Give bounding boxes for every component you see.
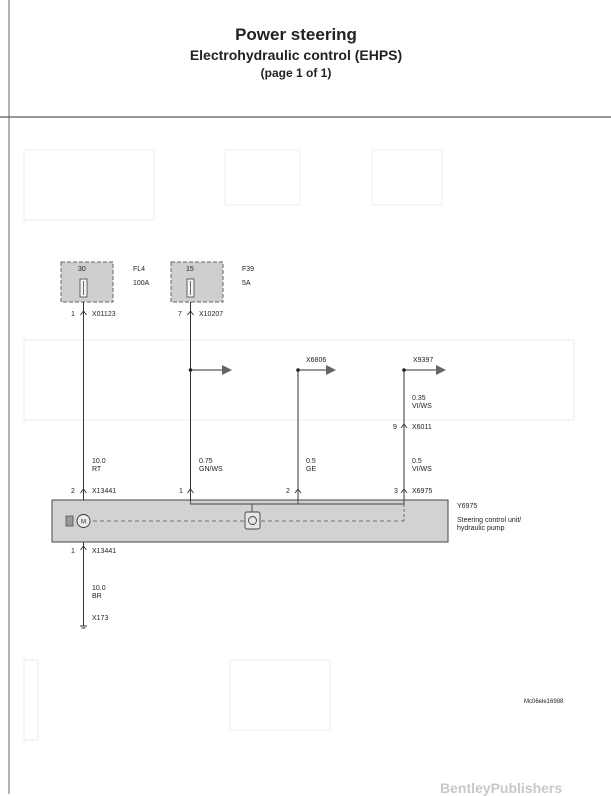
ground-wire-size: 10.0 [92,585,106,592]
x13441-bottom-pin: 1 [71,548,75,555]
x13441-top-pin: 2 [71,488,75,495]
page-subtitle: Electrohydraulic control (EHPS) [189,47,403,63]
fuse-fl4-rating: 100A [133,280,150,287]
fuse-fl4: 30 FL4 100A [60,261,150,303]
page-title: Power steering [235,25,357,44]
diagram-code: Mc06ele16988 [524,699,564,705]
publisher-watermark: BentleyPublishers [440,780,563,796]
f39-connector: X10207 [199,311,223,318]
x6011-pin: 9 [393,424,397,431]
ground-wire-color: BR [92,593,102,600]
lower-vi-wire-color: VI/WS [412,466,432,473]
ge-wire-size: 0.5 [306,458,316,465]
fuse-f39-terminal: 15 [186,266,194,273]
lower-vi-wire-size: 0.5 [412,458,422,465]
x9397-label: X9397 [413,357,433,364]
ge-wire-color: GE [306,466,316,473]
arrow-ignition [222,365,232,375]
background-ghost-lines [23,149,575,741]
arrows [222,365,446,375]
ign-wire-color: GN/WS [199,466,223,473]
component-y6975: M Y6975 Steering control unit/ hydraulic… [51,499,521,543]
x13441-bottom-label: X13441 [92,548,116,555]
fuse-f39-rating: 5A [242,280,251,287]
x6975-label: X6975 [412,488,432,495]
fuse-f39: 15 F39 5A [170,261,254,303]
x13441-top-label: X13441 [92,488,116,495]
upper-vi-wire-color: VI/WS [412,403,432,410]
ecu-pin-1: 1 [179,488,183,495]
fl4-connector: X01123 [92,311,116,318]
fl4-pin: 1 [71,311,75,318]
ground-label: X173 [92,615,108,622]
motor-connector-icon [65,515,74,527]
motor-icon [76,514,91,528]
fuse-fl4-terminal: 30 [78,266,86,273]
upper-vi-wire-size: 0.35 [412,395,426,402]
f39-pin: 7 [178,311,182,318]
arrow-x6806 [326,365,336,375]
x6011-label: X6011 [412,424,432,431]
component-desc-line2: hydraulic pump [457,525,505,532]
title-block: Power steering Electrohydraulic control … [0,24,592,82]
ground-symbol [80,625,87,629]
fuse-fl4-id: FL4 [133,266,145,273]
ign-wire-size: 0.75 [199,458,213,465]
motor-symbol: M [81,520,86,526]
control-unit-icon [244,511,261,530]
power-wire-color: RT [92,466,102,473]
wires [83,302,436,626]
pin-marks [80,310,408,551]
x6975-pin: 3 [394,488,398,495]
component-id: Y6975 [457,503,477,510]
wire-labels: 10.0 RT 0.75 GN/WS 0.5 GE 0.35 VI/WS 0.5… [92,395,432,600]
connector-labels: 1 X01123 7 X10207 X6806 X9397 9 X6011 2 … [71,311,433,622]
fuse-f39-id: F39 [242,266,254,273]
ecu-pin-2: 2 [286,488,290,495]
junction-dots [188,368,406,372]
component-desc-line1: Steering control unit/ [457,517,521,524]
page-number: (page 1 of 1) [260,66,332,80]
arrow-x9397 [436,365,446,375]
power-wire-size: 10.0 [92,458,106,465]
x6806-label: X6806 [306,357,326,364]
